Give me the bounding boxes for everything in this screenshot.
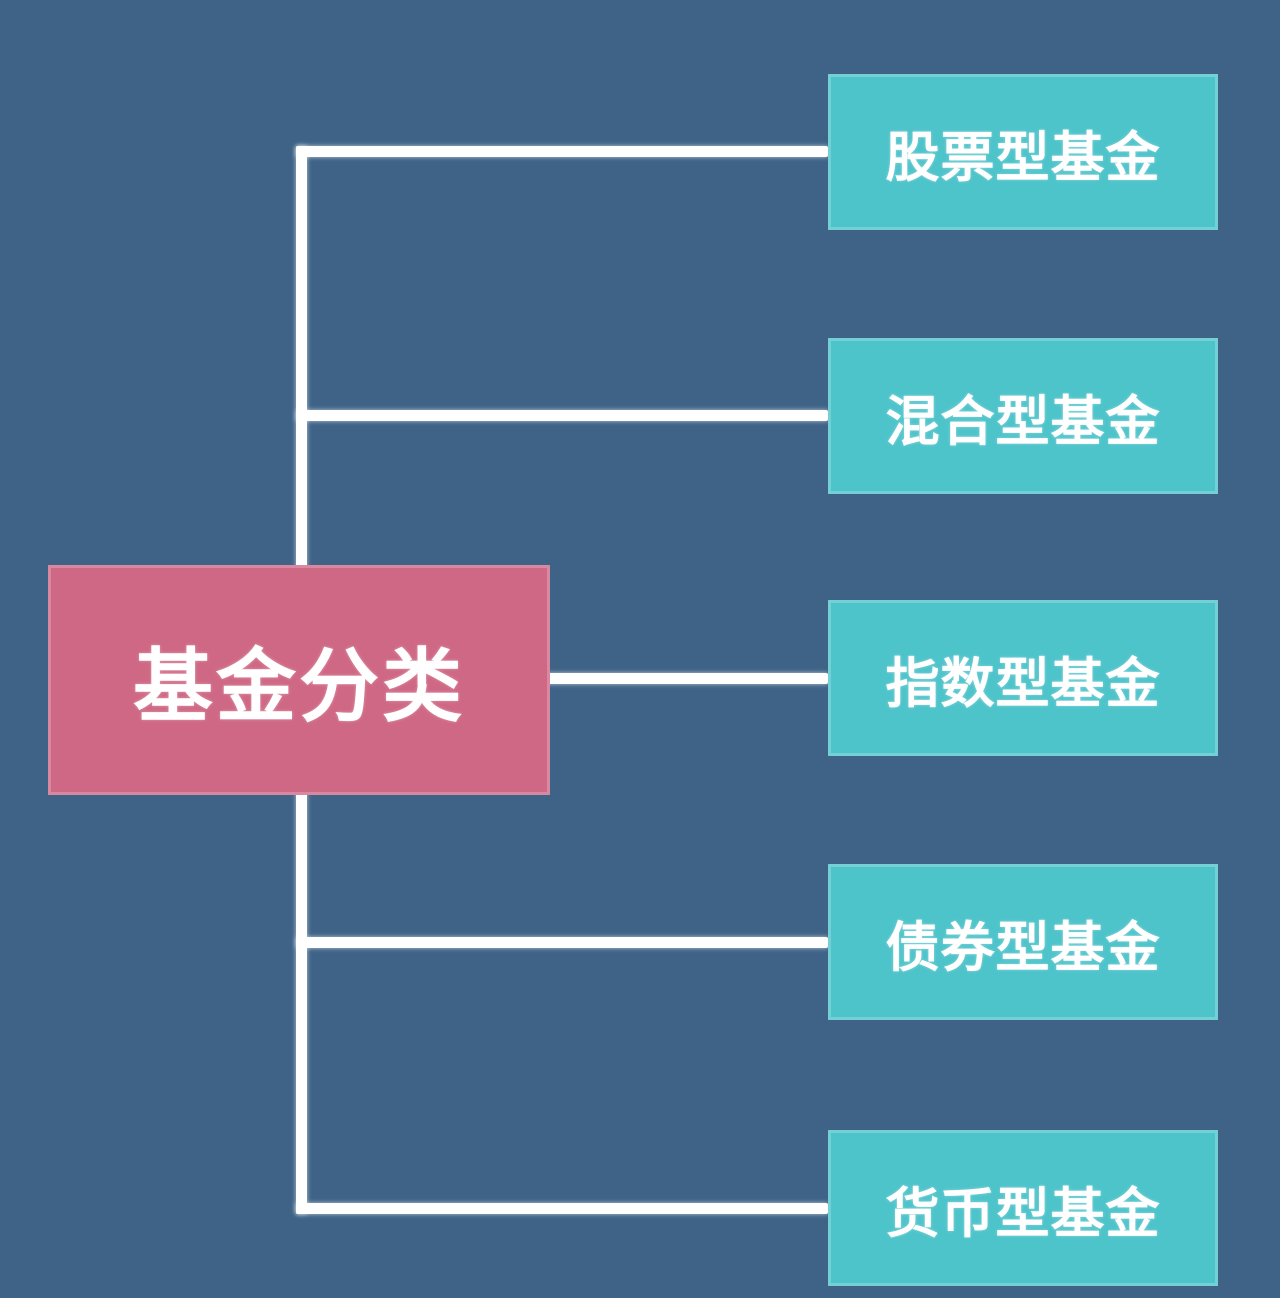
node-index-fund-label: 指数型基金 [885, 653, 1161, 714]
root-node-fund-classification: 基金分类 [48, 565, 550, 795]
connector-branch-bond [296, 937, 828, 948]
node-money-fund: 货币型基金 [828, 1130, 1218, 1286]
connector-branch-hybrid [296, 410, 828, 421]
node-bond-fund: 债券型基金 [828, 864, 1218, 1020]
node-money-fund-label: 货币型基金 [885, 1183, 1161, 1244]
root-node-label: 基金分类 [133, 642, 465, 731]
node-stock-fund: 股票型基金 [828, 74, 1218, 230]
node-hybrid-fund-label: 混合型基金 [885, 391, 1161, 452]
node-bond-fund-label: 债券型基金 [885, 917, 1161, 978]
connector-branch-money [296, 1203, 828, 1214]
connector-branch-stock [296, 146, 828, 157]
node-index-fund: 指数型基金 [828, 600, 1218, 756]
node-stock-fund-label: 股票型基金 [885, 127, 1161, 188]
connector-branch-index [296, 673, 828, 684]
node-hybrid-fund: 混合型基金 [828, 338, 1218, 494]
